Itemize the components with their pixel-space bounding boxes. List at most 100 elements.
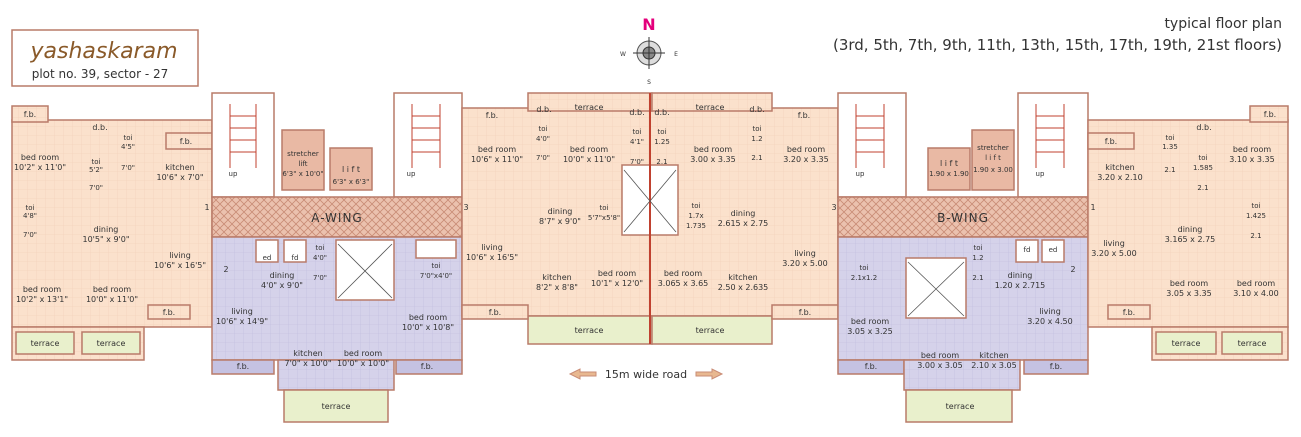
b-wing-east: f.b. f.b. d.b. kitchen 3.20 x 2.10 toi 1… xyxy=(1091,110,1278,348)
lift-shafts xyxy=(337,169,965,317)
kitchen-label: kitchen xyxy=(542,273,571,282)
toi-label: toi xyxy=(92,158,101,166)
db-label: d.b. xyxy=(1196,123,1211,132)
b-wing-south: up l i f t 1.90 x 1.90 stretcher l i f t… xyxy=(847,144,1072,411)
fb-label: f.b. xyxy=(1264,110,1276,119)
lift-a-label: 6'3" x 6'3" xyxy=(333,178,370,186)
dining-label: dining xyxy=(548,207,573,216)
living-label: living xyxy=(794,249,816,258)
plan-title: typical floor plan xyxy=(1164,16,1282,32)
toi-label: toi xyxy=(633,128,642,136)
terrace-label: terrace xyxy=(1172,339,1201,348)
center-block: f.b. d.b. terrace d.b. d.b. terrace d.b.… xyxy=(466,103,829,335)
living-label: living xyxy=(231,307,253,316)
toi-label: toi xyxy=(1199,154,1208,162)
bed-room-label: bed room xyxy=(787,145,826,154)
bed-room-label: bed room xyxy=(570,145,609,154)
a-br5-label: 10'0" x 10'0" xyxy=(337,359,389,368)
stretcher-b-label: 1.90 x 3.00 xyxy=(973,166,1013,174)
c-liv2-label: 3.20 x 5.00 xyxy=(782,259,827,268)
c-kit2-label: 2.50 x 2.635 xyxy=(718,283,769,292)
bed-room-label: bed room xyxy=(344,349,383,358)
b-br2-label: 3.00 x 3.05 xyxy=(917,361,962,370)
a-toi2b-label: 7'0" xyxy=(121,164,135,172)
c-toi3-label: 5'7"x5'8" xyxy=(588,214,620,222)
fb-label: f.b. xyxy=(798,111,810,120)
dining-label: dining xyxy=(1008,271,1033,280)
up-label: up xyxy=(856,170,865,178)
road-label: 15m wide road xyxy=(605,368,687,381)
fb-label: f.b. xyxy=(799,308,811,317)
road-label: 15m wide road xyxy=(568,368,724,381)
terrace-label: terrace xyxy=(696,326,725,335)
c-toi2a-label: 4'1" xyxy=(630,138,644,146)
bed-room-label: bed room xyxy=(664,269,703,278)
bed-room-label: bed room xyxy=(1170,279,1209,288)
n2-label: 2 xyxy=(1070,265,1075,274)
toi-label: toi xyxy=(974,244,983,252)
a-din1-label: 10'5" x 9'0" xyxy=(82,235,129,244)
fb-label: f.b. xyxy=(489,308,501,317)
compass-n: N xyxy=(642,15,655,34)
up-label: up xyxy=(229,170,238,178)
bed-room-label: bed room xyxy=(694,145,733,154)
dining-label: dining xyxy=(270,271,295,280)
a-toi4b-label: 7'0" xyxy=(313,274,327,282)
kitchen-label: kitchen xyxy=(728,273,757,282)
fb-label: f.b. xyxy=(237,362,249,371)
bed-room-label: bed room xyxy=(598,269,637,278)
terrace-label: terrace xyxy=(575,103,604,112)
fb-label: f.b. xyxy=(421,362,433,371)
toi-label: toi xyxy=(753,125,762,133)
terrace-label: terrace xyxy=(696,103,725,112)
bed-room-label: bed room xyxy=(921,351,960,360)
c-liv1-label: 10'6" x 16'5" xyxy=(466,253,518,262)
a-br3-label: 10'0" x 11'0" xyxy=(86,295,138,304)
compass-s: S xyxy=(647,79,651,86)
terrace-label: terrace xyxy=(97,339,126,348)
fd-label: fd xyxy=(1024,246,1031,254)
b-liv1-label: 3.20 x 4.50 xyxy=(1027,317,1072,326)
bed-room-label: bed room xyxy=(21,153,60,162)
db-label: d.b. xyxy=(749,105,764,114)
c-toi2b-label: 7'0" xyxy=(630,158,644,166)
a-kit1-label: 10'6" x 7'0" xyxy=(156,173,203,182)
fb-label: f.b. xyxy=(865,362,877,371)
bed-room-label: bed room xyxy=(478,145,517,154)
lift-b-label: 1.90 x 1.90 xyxy=(929,170,969,178)
toi-label: toi xyxy=(539,125,548,133)
kitchen-label: kitchen xyxy=(293,349,322,358)
bed-room-label: bed room xyxy=(93,285,132,294)
compass-icon: N W E S xyxy=(620,15,678,86)
n2-label: 2 xyxy=(223,265,228,274)
compass-e: E xyxy=(674,51,678,58)
b-toi3b-label: 2.1 xyxy=(1164,166,1175,174)
b-br1-label: 3.05 x 3.25 xyxy=(847,327,892,336)
kitchen-label: kitchen xyxy=(979,351,1008,360)
up-label: up xyxy=(407,170,416,178)
c-br5-label: 3.20 x 3.35 xyxy=(783,155,828,164)
a-toi3a-label: 4'8" xyxy=(23,212,37,220)
b-toi5a-label: 1.425 xyxy=(1246,212,1266,220)
a-toi5-label: 7'0"x4'0" xyxy=(420,272,452,280)
c-toi1b-label: 7'0" xyxy=(536,154,550,162)
bed-room-label: bed room xyxy=(1233,145,1272,154)
lift-sp-label: l i f t xyxy=(342,165,360,174)
fd-label: fd xyxy=(292,254,299,262)
c-toi4a-label: 1.25 xyxy=(654,138,670,146)
a-kit2-label: 7'0" x 10'0" xyxy=(284,359,331,368)
c-br3-label: 10'1" x 12'0" xyxy=(591,279,643,288)
b-toi4b-label: 2.1 xyxy=(1197,184,1208,192)
c-br1-label: 10'6" x 11'0" xyxy=(471,155,523,164)
flat-numbers: 1 2 3 3 1 2 xyxy=(204,203,1095,274)
a-toi3b-label: 7'0" xyxy=(23,231,37,239)
toi-label: toi xyxy=(1166,134,1175,142)
dining-label: dining xyxy=(94,225,119,234)
db-label: d.b. xyxy=(654,108,669,117)
fb-label: f.b. xyxy=(163,308,175,317)
terrace-label: terrace xyxy=(1238,339,1267,348)
toi-label: toi xyxy=(600,204,609,212)
ed-label: ed xyxy=(1049,246,1058,254)
lift-sp-label: l i f t xyxy=(940,159,958,168)
